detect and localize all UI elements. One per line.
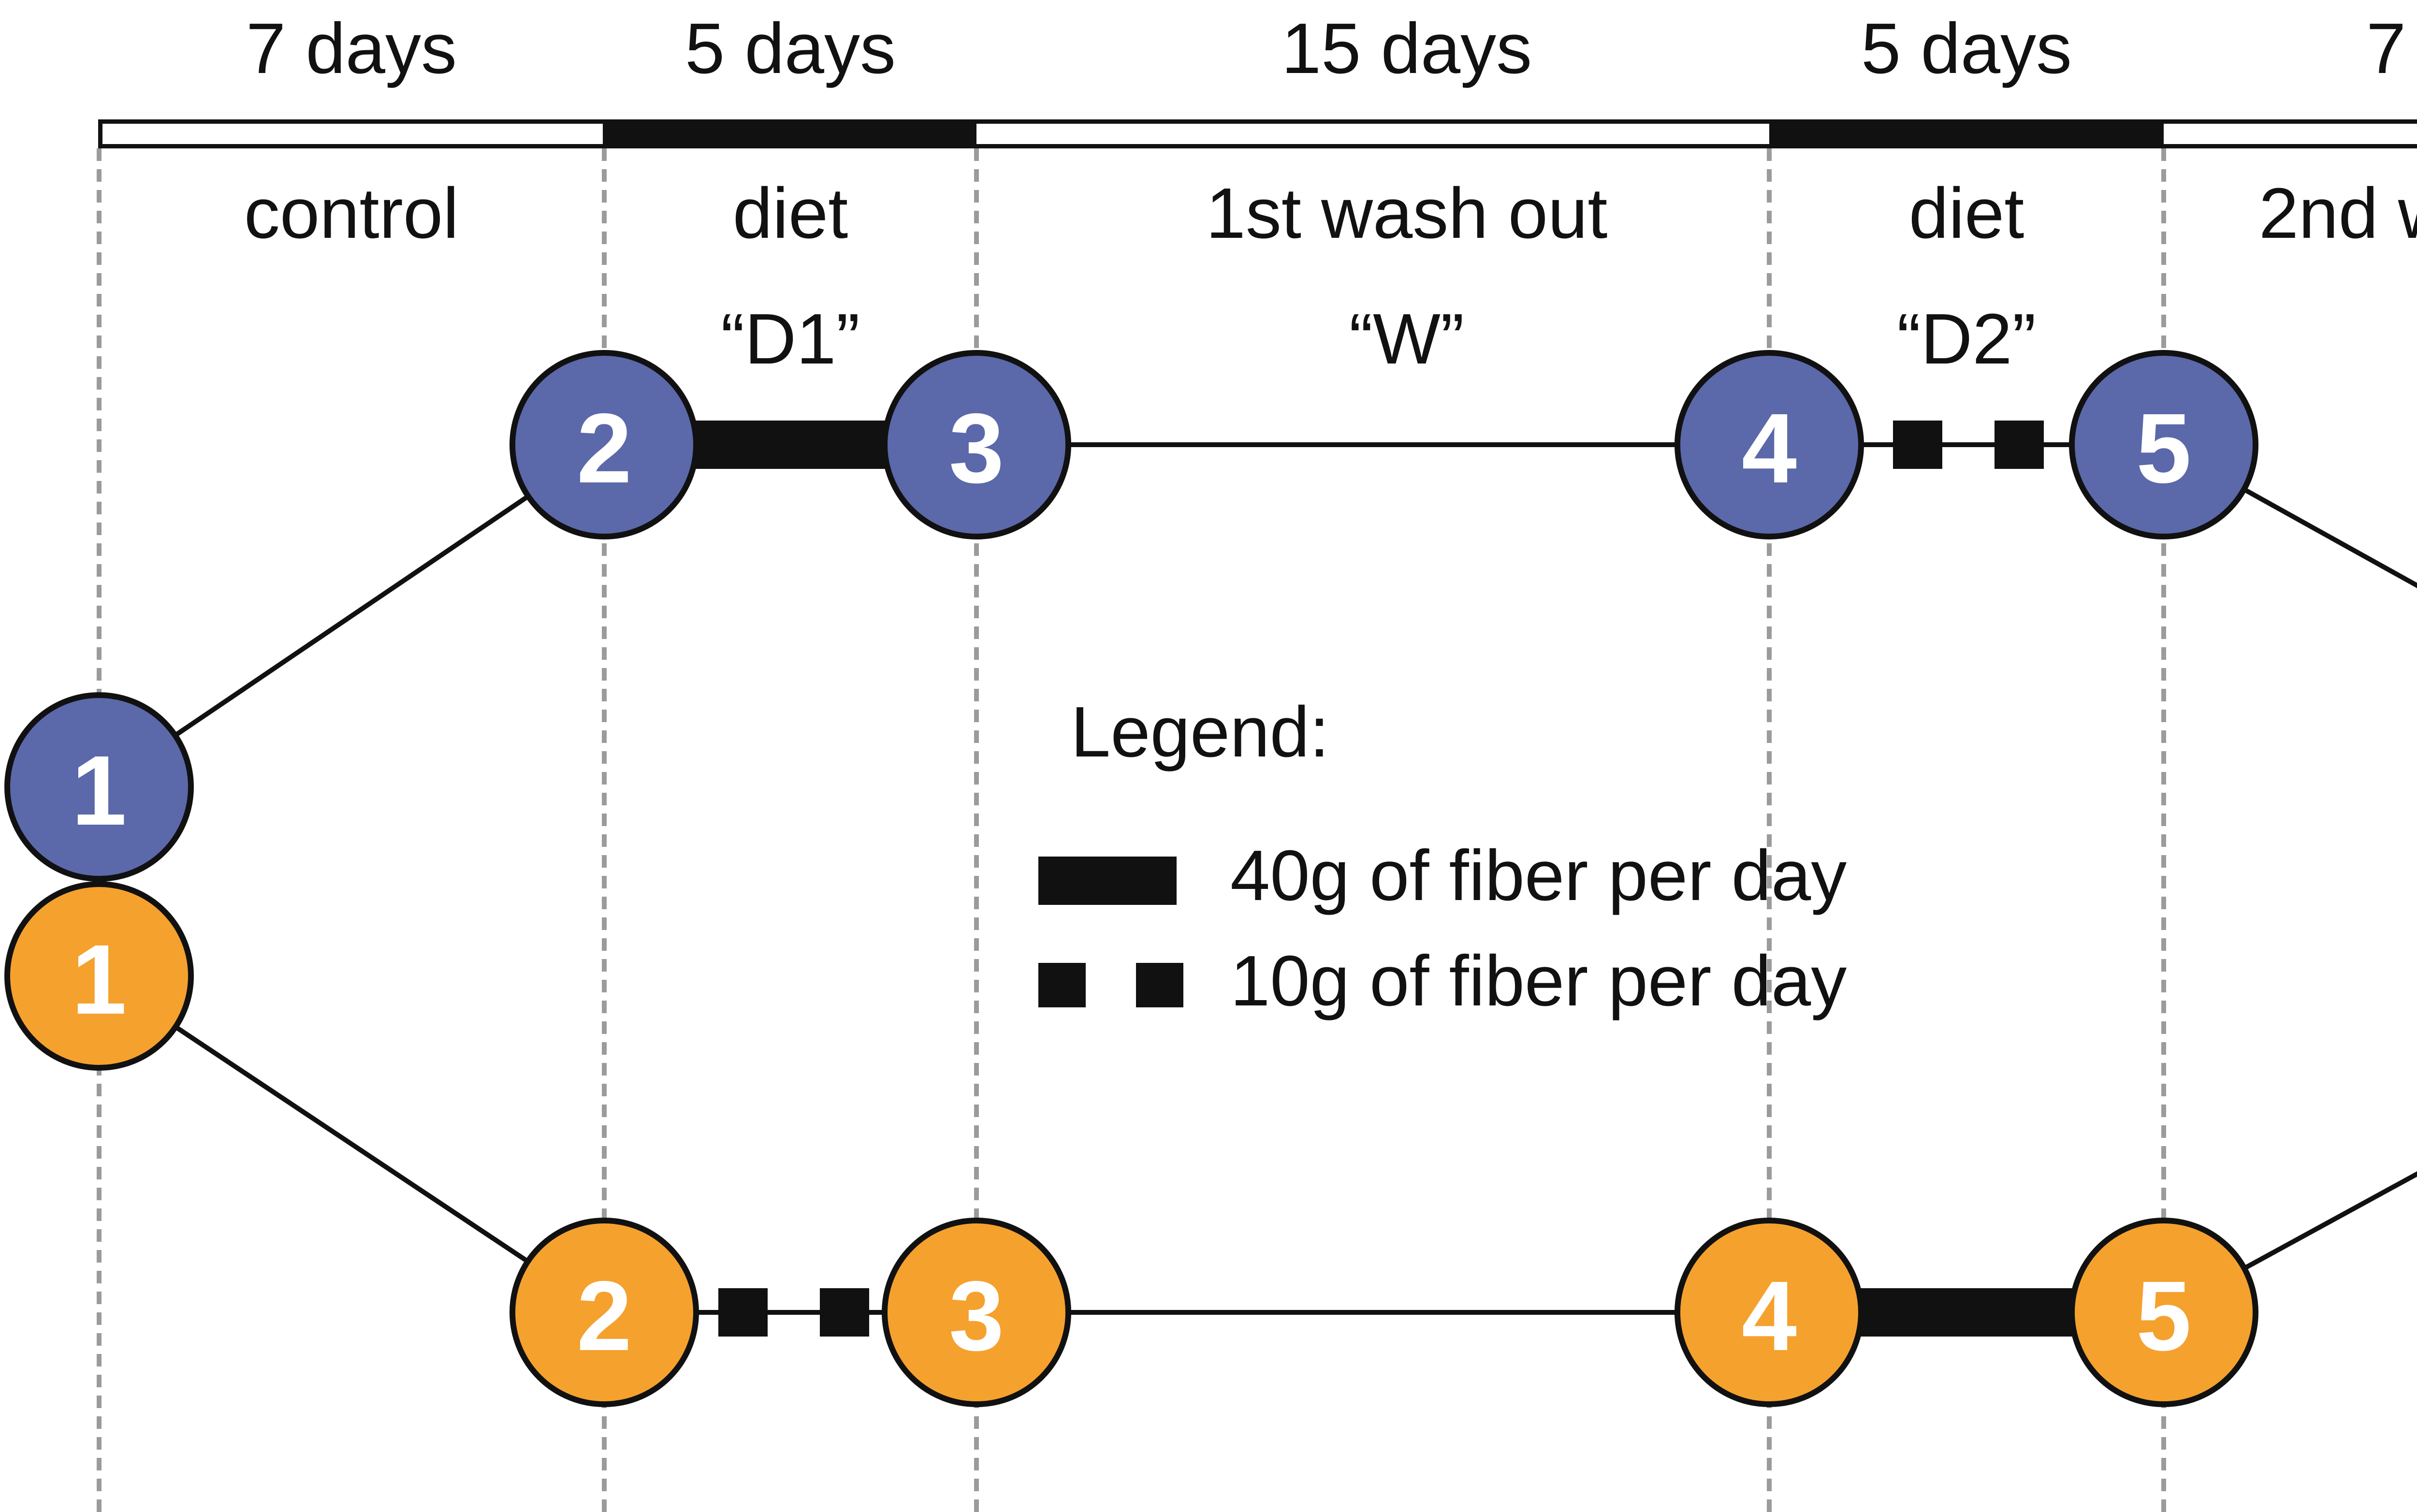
node-bottom-4-label: 4 [1742,1261,1797,1371]
upper-arm: 1 2 3 4 5 6 [4,350,2417,882]
node-top-1 [4,692,194,882]
legend-solid-bar-swatch [1038,857,1177,905]
phase-label-diet-1: diet [733,174,848,253]
upper-arm-10g-square-1 [1893,421,1942,469]
node-bottom-5-label: 5 [2136,1261,2191,1371]
node-bottom-3 [882,1218,1071,1407]
code-label-d2: “D2” [1897,299,2036,379]
duration-label-3: 15 days [1281,9,1532,88]
upper-arm-path [98,442,2417,789]
lower-arm-10g-square-1 [718,1288,768,1337]
node-top-4-label: 4 [1742,393,1797,504]
legend-item-40g-label: 40g of fiber per day [1230,836,1847,916]
node-bottom-3-label: 3 [949,1261,1004,1371]
duration-label-4: 5 days [1861,9,2072,88]
code-label-d1: “D1” [721,299,860,379]
duration-label-2: 5 days [685,9,896,88]
legend: Legend: 40g of fiber per day 10g of fibe… [1038,692,1847,1021]
timeline-segment-washout-1 [976,124,1769,144]
phase-labels: control diet 1st wash out diet 2nd wash … [244,174,2417,253]
node-top-3 [882,350,1071,539]
code-label-w: “W” [1349,299,1464,379]
node-top-4 [1674,350,1864,539]
node-bottom-1 [4,881,194,1071]
node-bottom-5 [2069,1218,2258,1407]
timeline-bar [98,119,2417,148]
phase-label-control: control [244,174,459,253]
duration-label-5: 7 days [2366,9,2417,88]
node-bottom-2 [510,1218,699,1407]
node-top-2 [510,350,699,539]
legend-dashed-bar-swatch-2 [1136,963,1183,1007]
node-bottom-2-label: 2 [577,1261,632,1371]
node-top-2-label: 2 [577,393,632,504]
node-bottom-1-label: 1 [72,924,127,1035]
node-top-5-label: 5 [2136,393,2191,504]
legend-dashed-bar-swatch-1 [1038,963,1086,1007]
duration-label-1: 7 days [246,9,457,88]
node-top-1-label: 1 [72,735,127,846]
phase-label-diet-2: diet [1909,174,2024,253]
legend-title: Legend: [1071,692,1329,772]
period-code-labels: “D1” “W” “D2” [721,299,2036,379]
lower-arm-path [98,974,2417,1315]
node-top-5 [2069,350,2258,539]
timeline-segment-washout-2 [2164,124,2417,144]
duration-labels: 7 days 5 days 15 days 5 days 7 days [246,9,2417,88]
phase-label-washout-1: 1st wash out [1206,174,1608,253]
node-bottom-4 [1674,1218,1864,1407]
lower-arm-10g-square-2 [820,1288,869,1337]
timeline-segment-control [102,124,603,144]
legend-item-10g-label: 10g of fiber per day [1230,941,1847,1021]
lower-arm: 1 2 3 4 5 6 [4,881,2417,1407]
upper-arm-10g-square-2 [1995,421,2044,469]
phase-label-washout-2: 2nd wash out [2259,174,2417,253]
node-top-3-label: 3 [949,393,1004,504]
